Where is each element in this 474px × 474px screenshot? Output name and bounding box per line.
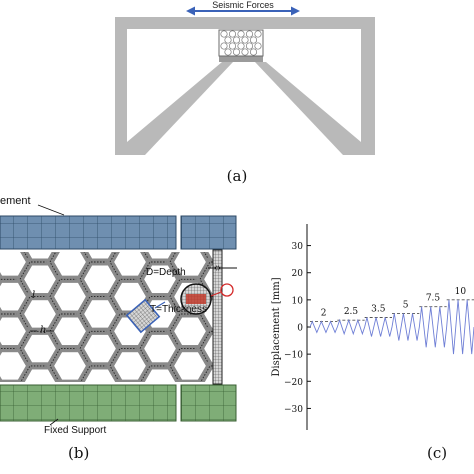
honeycomb-cell-mesh — [230, 279, 270, 314]
honeycomb-cell-wall — [230, 245, 270, 280]
zoom-connector — [210, 291, 222, 297]
y-tick-label: −10 — [284, 351, 303, 361]
damper-cell — [241, 36, 249, 44]
thickness-label: T=Thickness — [150, 304, 207, 315]
amplitude-level-label: 3.5 — [371, 305, 386, 315]
y-tick-label: 30 — [292, 242, 304, 252]
panel-c: 30 20 10 0 −10 −20 −30 Displacement [mm] 2 2.5 3… — [271, 224, 474, 462]
depth-arrows — [213, 265, 222, 271]
caption-b: (b) — [68, 444, 89, 462]
honeycomb-cell-wall — [230, 349, 270, 384]
l-label: l — [32, 290, 35, 301]
damper-cell — [245, 42, 254, 50]
honeycomb-cell-mesh — [230, 349, 270, 384]
honeycomb-cell-mesh — [230, 314, 270, 349]
damper-cell — [232, 48, 241, 56]
top-label-leader — [37, 204, 65, 216]
amplitude-level-label: 10 — [455, 287, 467, 297]
damper-cells — [220, 30, 262, 56]
honeycomb-cell-wall — [230, 314, 270, 349]
y-ticks: 30 20 10 0 −10 −20 −30 — [284, 242, 311, 415]
h-label: h — [40, 325, 46, 336]
displacement-series — [309, 299, 474, 355]
top-plate-mesh — [0, 215, 177, 250]
right-brace — [255, 62, 361, 155]
force-arrow-right-head — [291, 6, 300, 16]
damper-cell — [220, 42, 228, 50]
bottom-label-leader — [49, 418, 59, 426]
top-plate-side-mesh — [180, 215, 237, 250]
top-beam — [115, 17, 375, 29]
right-column — [361, 17, 375, 155]
damper-cell — [245, 30, 254, 38]
damper-cell — [220, 30, 228, 38]
amplitude-level-label: 2 — [321, 309, 327, 319]
honeycomb-cell-mesh — [230, 245, 270, 280]
brace-plate — [219, 56, 263, 62]
arrow-label: Seismic Forces — [212, 0, 274, 10]
damper-cell — [228, 30, 237, 38]
panel-a: Seismic Forces (a) — [115, 0, 375, 185]
amplitude-levels: 2 2.5 3.5 5 7.5 10 — [310, 287, 474, 323]
left-column — [115, 17, 127, 155]
zoom-detail-highlight — [186, 294, 206, 304]
y-tick-label: −30 — [284, 405, 303, 415]
damper-cell — [254, 30, 262, 38]
caption-a: (a) — [227, 167, 248, 185]
bottom-plate-side-mesh — [180, 384, 237, 422]
damper-cell — [249, 48, 258, 56]
thickness-callout: T=Thickness — [125, 298, 207, 334]
amplitude-level-label: 5 — [403, 300, 409, 310]
damper-cell — [237, 30, 245, 38]
y-axis-label: Displacement [mm] — [271, 277, 282, 376]
caption-c: (c) — [427, 444, 447, 462]
force-arrow-left-head — [186, 6, 195, 16]
top-plate-label: ement — [0, 195, 31, 207]
left-brace — [127, 62, 233, 155]
zoom-detail — [180, 283, 234, 315]
zoom-source-marker — [220, 283, 234, 297]
damper-cell — [224, 48, 232, 56]
bottom-plate-label: Fixed Support — [44, 425, 106, 436]
y-tick-label: −20 — [284, 378, 303, 388]
panel-b: D=Depth T=Thickness l h ement Fixed Supp… — [0, 195, 270, 462]
y-tick-label: 20 — [292, 269, 304, 279]
y-tick-label: 0 — [297, 324, 303, 334]
depth-label: D=Depth — [146, 267, 186, 278]
amplitude-level-label: 7.5 — [426, 294, 441, 304]
y-tick-label: 10 — [292, 296, 304, 306]
amplitude-level-label: 2.5 — [344, 307, 359, 317]
damper-cell — [249, 36, 258, 44]
honeycomb-cell-wall — [230, 279, 270, 314]
damper-cell — [237, 42, 245, 50]
damper-cell — [228, 42, 237, 50]
honeycomb-cell-wall — [195, 327, 213, 370]
honeycomb-cell-wall — [195, 258, 213, 301]
side-wall-mesh — [212, 249, 223, 385]
damper-cell — [224, 36, 232, 44]
bottom-plate-mesh — [0, 384, 177, 422]
damper-cell — [254, 42, 262, 50]
damper-cell — [241, 48, 249, 56]
damper-cell — [232, 36, 241, 44]
thickness-connector — [154, 301, 166, 309]
thickness-detail — [125, 298, 161, 334]
